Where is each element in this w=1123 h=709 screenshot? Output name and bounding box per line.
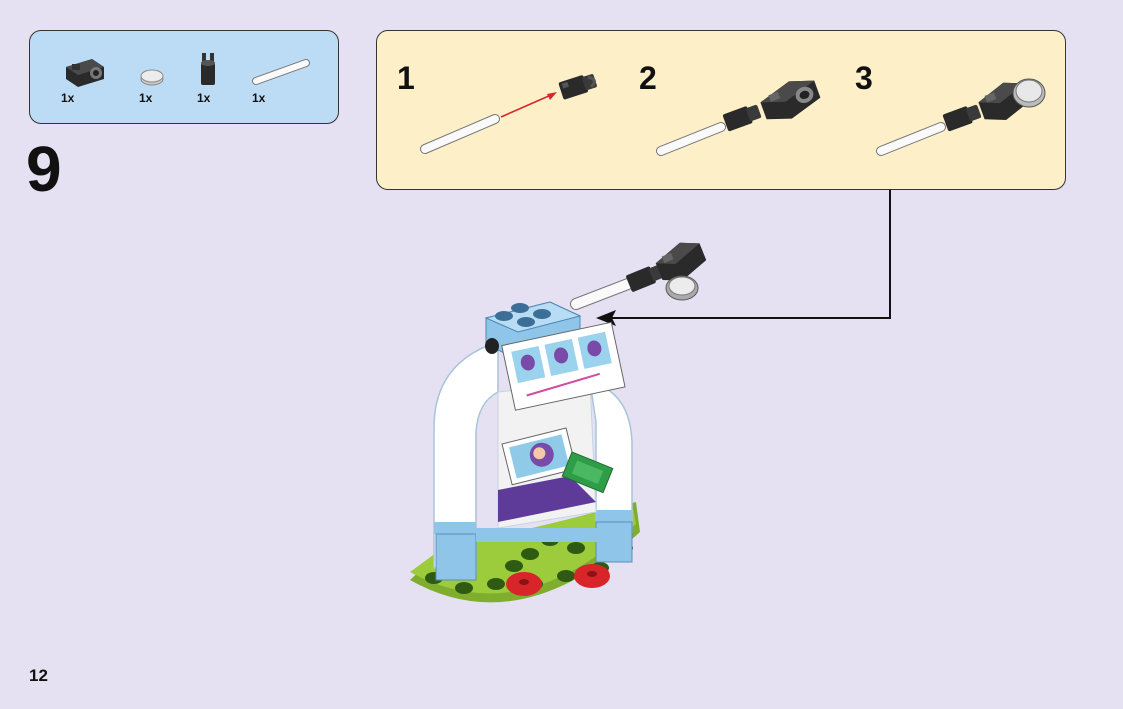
substep-number: 1 [397, 60, 415, 96]
step-number: 9 [26, 133, 62, 205]
substep-number: 3 [855, 60, 873, 96]
camera-brick-icon [66, 59, 104, 87]
substep-3: 3 [837, 31, 1065, 189]
bar-holder-clip-icon [201, 53, 215, 85]
substep-1: 1 [377, 31, 607, 189]
page-number: 12 [29, 666, 48, 685]
substeps-callout-box: 1 2 [376, 30, 1066, 190]
parts-qty: 1x [139, 91, 153, 105]
substep-number: 2 [639, 60, 657, 96]
lens-tile-on-camera-icon [876, 78, 1046, 156]
parts-qty: 1x [252, 91, 266, 105]
parts-qty: 1x [61, 91, 75, 105]
round-tile-icon [140, 69, 164, 86]
parts-list-box: 1x 1x 1x 1x [29, 30, 339, 124]
camera-on-bar-icon [656, 80, 821, 156]
parts-qty: 1x [197, 91, 211, 105]
bar-into-clip-icon [420, 74, 597, 154]
substep-2: 2 [617, 31, 837, 189]
photo-booth-model-illustration [410, 242, 707, 603]
white-bar-icon [252, 59, 310, 85]
